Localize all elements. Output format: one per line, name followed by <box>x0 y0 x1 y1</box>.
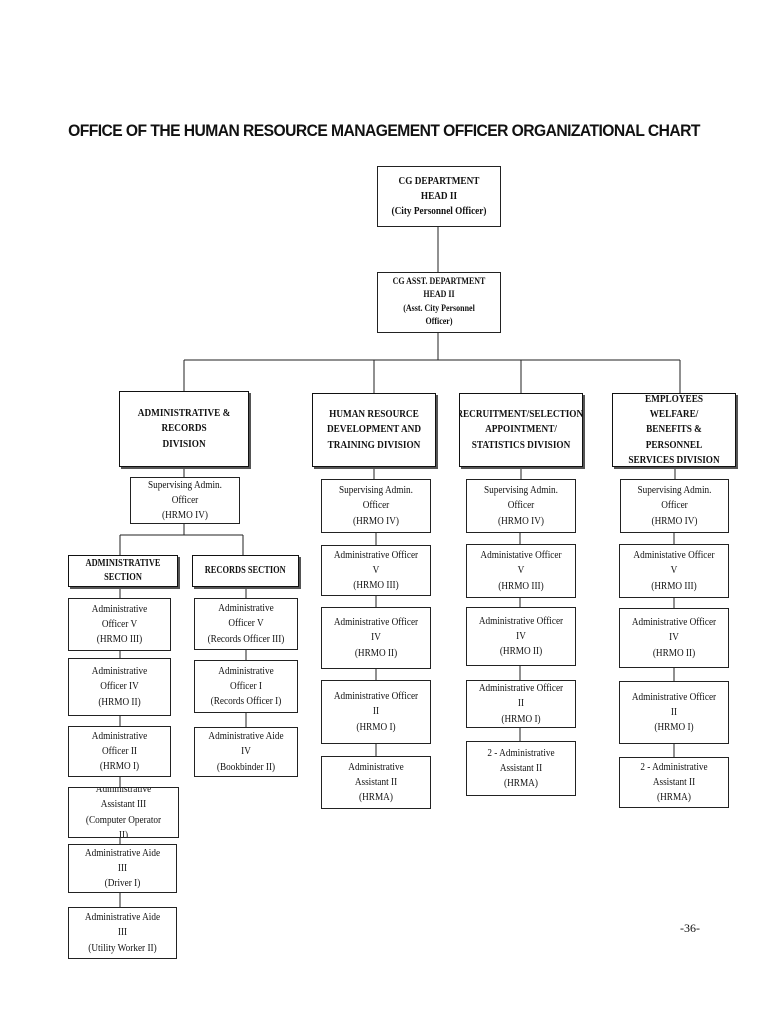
rsas-division-supervisor-box: Supervising Admin. Officer (HRMO IV) <box>466 479 576 533</box>
ewbps-position: Administrative Officer IV (HRMO II) <box>619 608 729 668</box>
administrative-section-box: ADMINISTRATIVE SECTION <box>68 555 178 587</box>
ewbps-division-supervisor-box: Supervising Admin. Officer (HRMO IV) <box>620 479 729 533</box>
chart-title: OFFICE OF THE HUMAN RESOURCE MANAGEMENT … <box>68 121 700 140</box>
admin-section-position: Administrative Officer IV (HRMO II) <box>68 658 171 716</box>
admin-section-position: Administrative Assistant III (Computer O… <box>68 787 179 838</box>
records-section-position: Administrative Officer V (Records Office… <box>194 598 298 650</box>
employees-welfare-division-box: EMPLOYEES WELFARE/ BENEFITS & PERSONNEL … <box>612 393 736 467</box>
admin-section-position: Administrative Aide III (Driver I) <box>68 844 177 893</box>
hrdt-position: Administrative Officer II (HRMO I) <box>321 680 431 744</box>
asst-department-head-box: CG ASST. DEPARTMENT HEAD II (Asst. City … <box>377 272 501 333</box>
admin-section-position: Administrative Officer II (HRMO I) <box>68 726 171 777</box>
admin-records-division-box: ADMINISTRATIVE & RECORDS DIVISION <box>119 391 249 467</box>
page-number: -36- <box>680 921 700 935</box>
hrdt-position: Administrative Officer V (HRMO III) <box>321 545 431 596</box>
rsas-position: Administrative Officer IV (HRMO II) <box>466 607 576 666</box>
ewbps-position: Administrative Officer II (HRMO I) <box>619 681 729 744</box>
hrdt-position: Administrative Officer IV (HRMO II) <box>321 607 431 669</box>
hr-development-training-division-box: HUMAN RESOURCE DEVELOPMENT AND TRAINING … <box>312 393 436 467</box>
department-head-box: CG DEPARTMENT HEAD II (City Personnel Of… <box>377 166 501 227</box>
admin-division-supervisor-box: Supervising Admin. Officer (HRMO IV) <box>130 477 240 524</box>
recruitment-selection-division-box: RECRUITMENT/SELECTION/ APPOINTMENT/ STAT… <box>459 393 583 467</box>
rsas-position: Administative Officer V (HRMO III) <box>466 544 576 598</box>
hrdt-division-supervisor-box: Supervising Admin. Officer (HRMO IV) <box>321 479 431 533</box>
admin-section-position: Administrative Aide III (Utility Worker … <box>68 907 177 959</box>
admin-section-position: Administrative Officer V (HRMO III) <box>68 598 171 651</box>
rsas-position: 2 - Administrative Assistant II (HRMA) <box>466 741 576 796</box>
records-section-position: Administrative Officer I (Records Office… <box>194 660 298 713</box>
ewbps-position: 2 - Administrative Assistant II (HRMA) <box>619 757 729 808</box>
hrdt-position: Administrative Assistant II (HRMA) <box>321 756 431 809</box>
rsas-position: Administrative Officer II (HRMO I) <box>466 680 576 728</box>
ewbps-position: Administative Officer V (HRMO III) <box>619 544 729 598</box>
records-section-position: Administrative Aide IV (Bookbinder II) <box>194 727 298 777</box>
records-section-box: RECORDS SECTION <box>192 555 299 587</box>
